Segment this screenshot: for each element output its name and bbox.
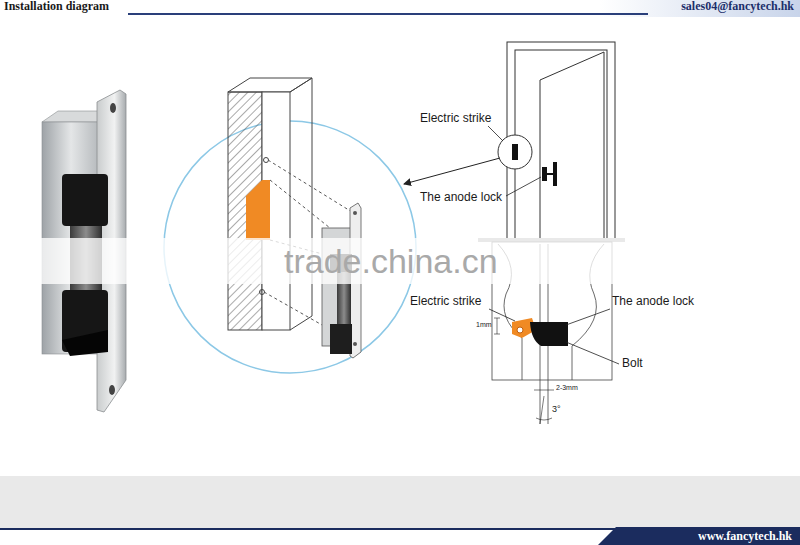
lock-section <box>566 309 610 325</box>
footer-bar <box>0 528 620 530</box>
door-elevation <box>488 126 503 141</box>
door-frame-section <box>270 180 330 228</box>
dimension-label: 1mm <box>476 321 492 329</box>
lock-section <box>494 334 500 335</box>
watermark-band <box>30 238 630 284</box>
watermark-band <box>30 238 630 284</box>
strike-drawing <box>353 211 357 215</box>
part-label: Electric strike <box>410 295 481 309</box>
part-label: Electric strike <box>420 112 491 126</box>
door-frame-section <box>268 160 352 212</box>
lock-section <box>497 318 498 334</box>
door-frame-section <box>246 180 270 240</box>
lock-section <box>536 418 552 420</box>
door-frame-section <box>228 78 312 92</box>
watermark: trade.china.cn <box>284 242 498 281</box>
strike-photo <box>42 111 100 122</box>
door-elevation <box>540 52 604 80</box>
strike-drawing <box>330 324 352 354</box>
door-frame-section <box>290 316 312 330</box>
header-bar <box>128 0 800 17</box>
door-elevation <box>404 42 615 240</box>
door-elevation <box>512 144 518 160</box>
footer-bar <box>598 527 800 545</box>
door-elevation <box>506 177 541 196</box>
strike-photo <box>62 174 108 226</box>
footer-bar <box>0 476 800 545</box>
door-elevation <box>540 80 541 240</box>
angle-label: 3° <box>552 404 561 414</box>
door-elevation <box>604 52 605 240</box>
email-address: sales04@fancytech.hk <box>681 0 794 14</box>
footer-bar <box>0 476 800 528</box>
strike-drawing <box>353 342 357 346</box>
door-frame-section <box>264 158 269 163</box>
part-label: The anode lock <box>612 295 694 309</box>
page-title: Installation diagram <box>4 0 109 14</box>
dimension-label: 2-3mm <box>556 384 578 392</box>
lock-section <box>517 327 523 333</box>
lock-section <box>566 342 619 364</box>
strike-photo <box>109 385 115 395</box>
door-frame-section <box>260 290 265 295</box>
lock-section <box>530 322 568 346</box>
lock-section <box>494 318 500 319</box>
door-elevation <box>547 173 553 175</box>
door-frame-section <box>290 78 312 92</box>
lock-section <box>534 390 554 391</box>
strike-photo <box>110 103 116 113</box>
website-url: www.fancytech.hk <box>698 530 792 544</box>
strike-photo <box>62 330 108 356</box>
door-elevation <box>404 158 500 184</box>
door-elevation <box>498 135 532 169</box>
part-label: Bolt <box>622 357 643 371</box>
door-elevation <box>553 162 557 186</box>
header-bar <box>128 13 648 15</box>
part-label: The anode lock <box>420 191 502 205</box>
lock-section <box>489 309 515 321</box>
door-elevation <box>542 167 547 181</box>
